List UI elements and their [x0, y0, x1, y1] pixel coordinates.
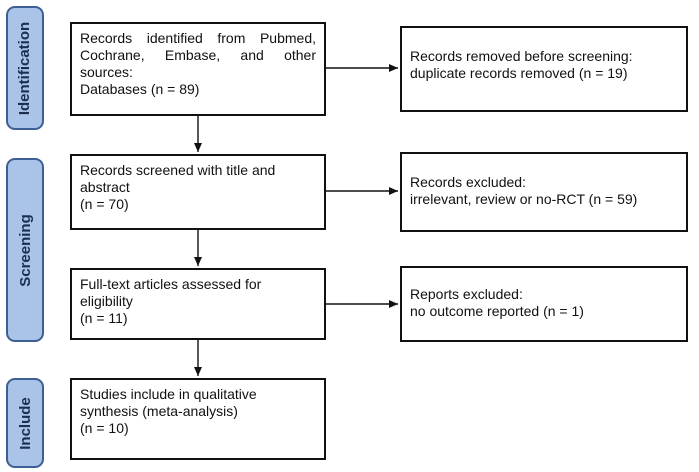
- records-identified-box: Records identified from Pubmed, Cochrane…: [70, 22, 326, 116]
- box-line: Studies include in qualitative: [80, 386, 257, 402]
- records-screened-box: Records screened with title and abstract…: [70, 154, 326, 230]
- box-line: Records excluded:: [410, 174, 526, 190]
- box-line: Cochrane, Embase, and other: [80, 47, 316, 63]
- records-excluded-box: Records excluded: irrelevant, review or …: [400, 152, 688, 232]
- box-line: Full-text articles assessed for: [80, 276, 262, 292]
- box-line: Records identified from Pubmed,: [80, 30, 316, 46]
- reports-excluded-box: Reports excluded: no outcome reported (n…: [400, 266, 688, 342]
- box-line: eligibility: [80, 293, 133, 309]
- box-line: irrelevant, review or no-RCT (n = 59): [410, 191, 638, 207]
- box-line: synthesis (meta-analysis): [80, 403, 238, 419]
- records-removed-box: Records removed before screening: duplic…: [400, 26, 688, 112]
- box-line: Reports excluded:: [410, 286, 523, 302]
- box-line: Records removed before screening:: [410, 48, 633, 64]
- phase-include: Include: [6, 378, 44, 468]
- box-line: duplicate records removed (n = 19): [410, 65, 628, 81]
- fulltext-assessed-box: Full-text articles assessed for eligibil…: [70, 268, 326, 340]
- box-line: (n = 11): [80, 310, 128, 326]
- box-line: Databases (n = 89): [80, 81, 200, 97]
- phase-screening: Screening: [6, 158, 44, 342]
- phase-identification: Identification: [6, 6, 44, 130]
- box-line: no outcome reported (n = 1): [410, 303, 584, 319]
- box-line: (n = 10): [80, 420, 129, 436]
- box-line: (n = 70): [80, 196, 129, 212]
- box-line: sources:: [80, 64, 133, 80]
- box-line: abstract: [80, 179, 130, 195]
- studies-included-box: Studies include in qualitative synthesis…: [70, 378, 326, 460]
- box-line: Records screened with title and: [80, 162, 276, 178]
